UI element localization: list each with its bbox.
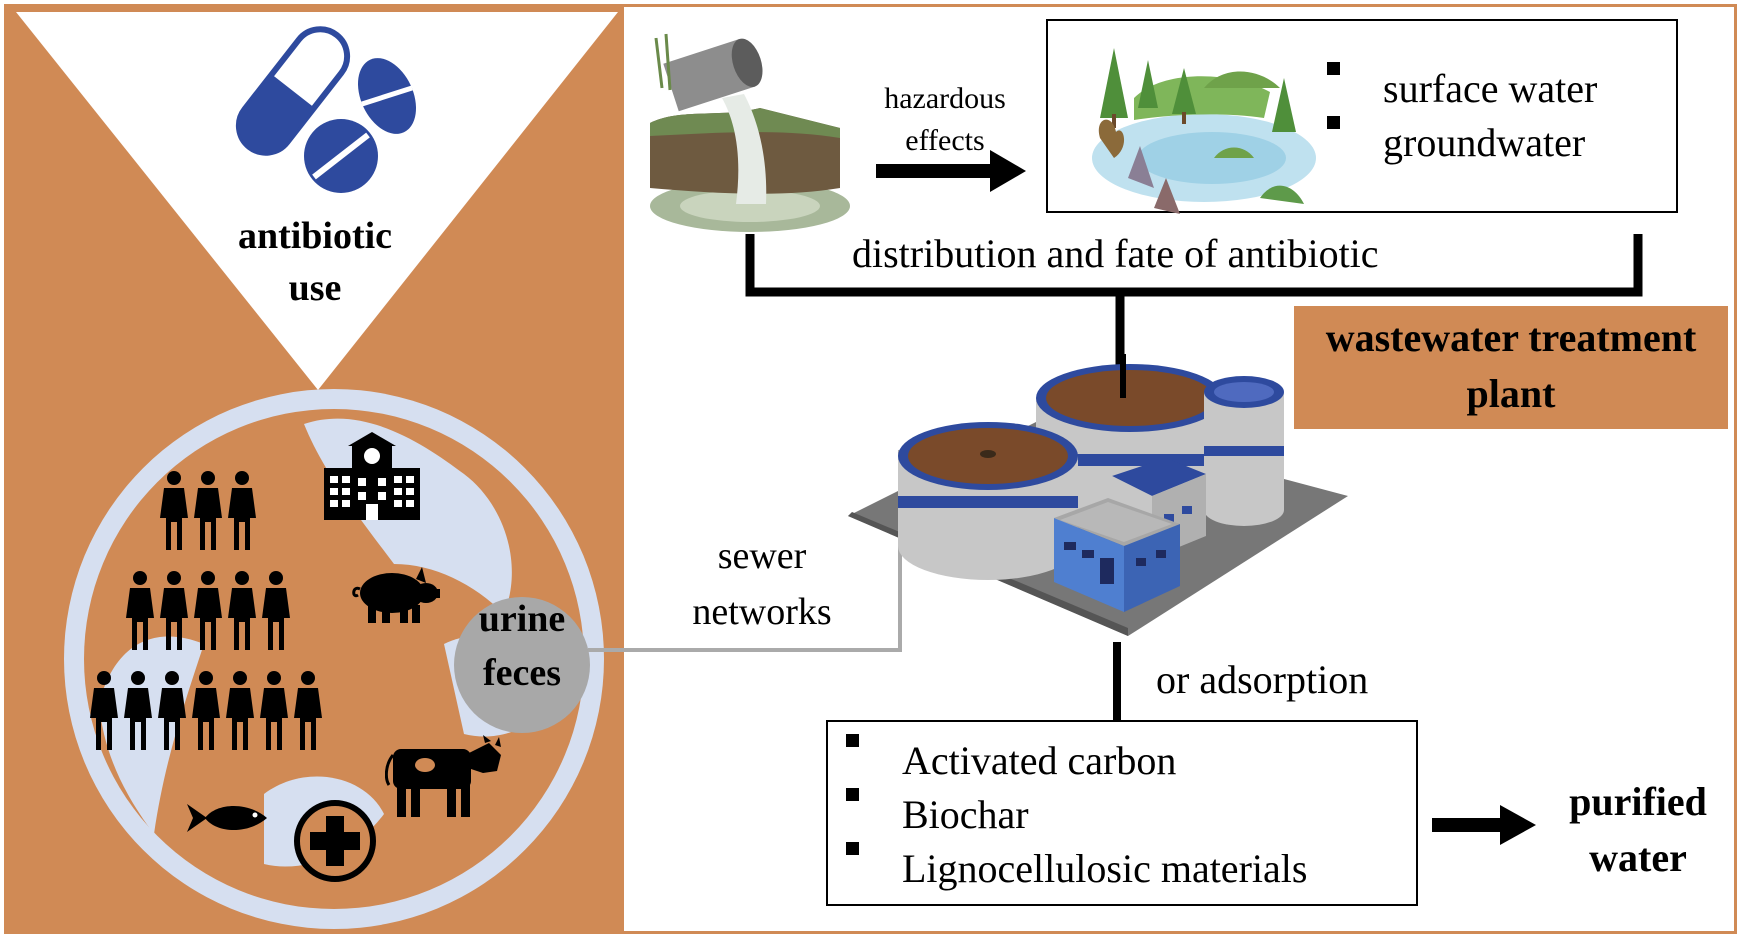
- wwtp-label: wastewater treatment plant: [1325, 315, 1697, 416]
- medical-cross-icon: [294, 800, 376, 882]
- sewer-networks-label: sewer networks: [692, 535, 832, 633]
- adsorbent-material-item: Lignocellulosic materials: [845, 842, 1307, 896]
- wwtp-label-box: [1294, 306, 1728, 429]
- people-icon: [90, 471, 322, 750]
- adsorbent-material-item: Biochar: [845, 788, 1307, 842]
- hospital-icon: [324, 432, 420, 520]
- landscape-illustration: [1092, 48, 1316, 214]
- outfall-pipe-illustration: [650, 33, 850, 232]
- water-bodies-list: surface water groundwater: [1326, 62, 1597, 170]
- funnel-triangle: [16, 12, 618, 390]
- tablet-icon: [304, 119, 378, 193]
- treatment-plant-illustration: [848, 354, 1348, 636]
- urine-feces-label: urine feces: [478, 598, 566, 694]
- hazardous-effects-arrow: [876, 150, 1026, 192]
- hazardous-effects-label: hazardous effects: [884, 82, 1006, 157]
- adsorbent-materials-list: Activated carbon Biochar Lignocellulosic…: [845, 734, 1307, 896]
- right-panel: [624, 4, 1737, 934]
- distribution-fate-label: distribution and fate of antibiotic: [842, 232, 1600, 276]
- water-body-item: surface water: [1326, 62, 1597, 116]
- pig-icon: [352, 567, 440, 623]
- urine-feces-node: [454, 597, 590, 733]
- adsorbent-materials-box: [826, 720, 1418, 906]
- antibiotic-use-label: antibiotic use: [237, 215, 393, 309]
- purified-water-arrow: [1432, 805, 1536, 845]
- fish-icon: [187, 804, 267, 832]
- capsule-icon: [235, 26, 351, 156]
- water-body-item: groundwater: [1326, 116, 1597, 170]
- purified-water-label: purified water: [1569, 779, 1707, 880]
- adsorption-label: or adsorption: [1156, 657, 1369, 702]
- tablet-icon: [357, 58, 417, 134]
- cow-icon: [385, 735, 501, 817]
- adsorbent-material-item: Activated carbon: [845, 734, 1307, 788]
- adsorption-connector: [1113, 642, 1121, 720]
